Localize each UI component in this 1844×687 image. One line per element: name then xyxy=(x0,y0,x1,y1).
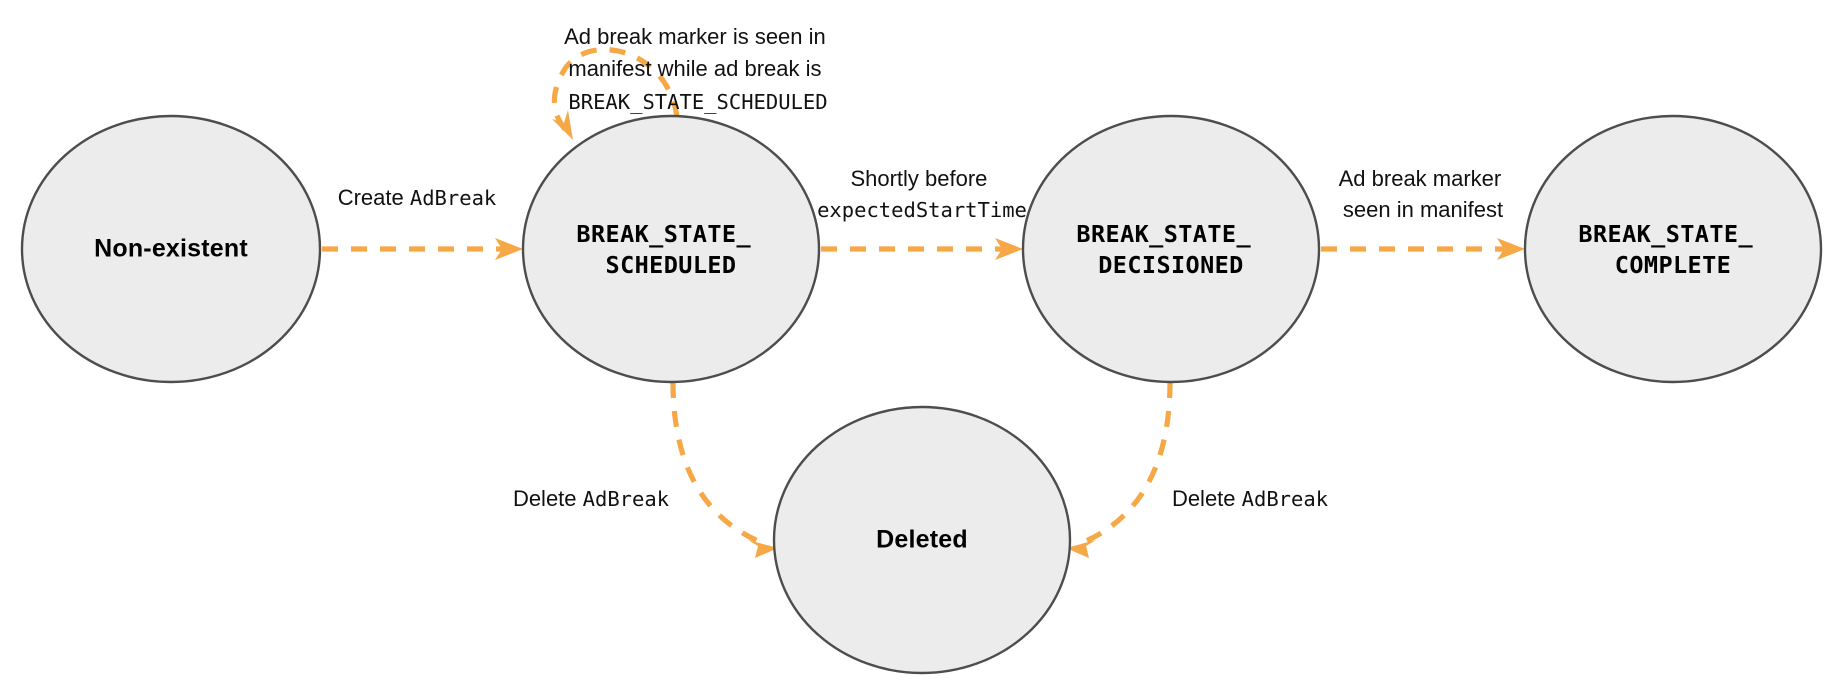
edge-scheduled-self-loop-label-code: BREAK_STATE_SCHEDULED xyxy=(568,90,827,114)
node-deleted-label: Deleted xyxy=(876,526,968,554)
node-break-state-decisioned-label-line1: BREAK_STATE_ xyxy=(1076,220,1251,248)
node-break-state-decisioned-label-line2: DECISIONED xyxy=(1098,251,1243,279)
node-deleted-shape xyxy=(772,405,1072,675)
edge-shortly-before-label-plain: Shortly before xyxy=(850,166,987,191)
node-break-state-scheduled[interactable]: BREAK_STATE_ SCHEDULED xyxy=(521,114,821,384)
node-break-state-scheduled-label: BREAK_STATE_ SCHEDULED xyxy=(576,220,765,279)
edge-marker-seen-arrowhead xyxy=(1497,238,1525,260)
edge-delete-from-decisioned-label-plain: Delete xyxy=(1172,486,1242,511)
edge-create-adbreak-label-code: AdBreak xyxy=(410,186,497,210)
node-break-state-decisioned-shape xyxy=(1021,114,1321,384)
edge-delete-from-scheduled-label-code: AdBreak xyxy=(583,487,670,511)
node-non-existent-label: Non-existent xyxy=(94,235,248,263)
edge-delete-from-decisioned-line xyxy=(1084,381,1173,544)
edge-shortly-before-label: Shortly before expectedStartTime xyxy=(817,166,1027,222)
edge-delete-from-decisioned-arrowhead xyxy=(1066,540,1096,558)
edge-create-adbreak-label: Create AdBreak xyxy=(338,185,497,210)
edge-create-adbreak[interactable]: Create AdBreak xyxy=(322,185,523,260)
node-non-existent-shape xyxy=(20,114,322,384)
edge-delete-from-decisioned-label-code: AdBreak xyxy=(1242,487,1329,511)
edge-scheduled-self-loop[interactable]: Ad break marker is seen in manifest whil… xyxy=(551,24,832,140)
node-break-state-complete-shape xyxy=(1523,114,1823,384)
node-break-state-complete-label: BREAK_STATE_ COMPLETE xyxy=(1578,220,1767,279)
edge-delete-adbreak-from-decisioned[interactable]: Delete AdBreak xyxy=(1066,381,1329,558)
edge-shortly-before-label-code: expectedStartTime xyxy=(817,198,1027,222)
node-break-state-scheduled-label-line2: SCHEDULED xyxy=(606,251,737,279)
edge-scheduled-self-loop-arrowhead xyxy=(552,110,573,140)
node-break-state-scheduled-shape xyxy=(521,114,821,384)
node-break-state-complete-label-line2: COMPLETE xyxy=(1615,251,1731,279)
edge-scheduled-self-loop-label-line2: manifest while ad break is xyxy=(568,56,821,81)
edge-delete-from-scheduled-label: Delete AdBreak xyxy=(513,486,670,511)
node-non-existent[interactable]: Non-existent xyxy=(20,114,322,384)
edge-delete-from-scheduled-arrowhead xyxy=(748,540,778,558)
edge-create-adbreak-arrowhead xyxy=(495,238,523,260)
edge-ad-break-marker-seen-in-manifest[interactable]: Ad break marker seen in manifest xyxy=(1321,166,1525,260)
node-deleted[interactable]: Deleted xyxy=(772,405,1072,675)
edge-delete-from-decisioned-label: Delete AdBreak xyxy=(1172,486,1329,511)
edge-delete-from-scheduled-line xyxy=(670,381,760,544)
node-break-state-scheduled-label-line1: BREAK_STATE_ xyxy=(576,220,751,248)
node-break-state-decisioned[interactable]: BREAK_STATE_ DECISIONED xyxy=(1021,114,1321,384)
edge-marker-seen-label-line1: Ad break marker xyxy=(1339,166,1502,191)
edge-shortly-before-expected-start-time[interactable]: Shortly before expectedStartTime xyxy=(817,166,1027,260)
node-break-state-decisioned-label: BREAK_STATE_ DECISIONED xyxy=(1076,220,1265,279)
edge-scheduled-self-loop-label-line1: Ad break marker is seen in xyxy=(564,24,826,49)
node-break-state-complete-label-line1: BREAK_STATE_ xyxy=(1578,220,1753,248)
edge-delete-adbreak-from-scheduled[interactable]: Delete AdBreak xyxy=(513,381,778,558)
edge-marker-seen-label: Ad break marker seen in manifest xyxy=(1339,166,1508,222)
edge-scheduled-self-loop-label: Ad break marker is seen in manifest whil… xyxy=(564,24,832,114)
edge-delete-from-scheduled-label-plain: Delete xyxy=(513,486,583,511)
edge-marker-seen-label-line2: seen in manifest xyxy=(1343,197,1503,222)
edge-shortly-before-arrowhead xyxy=(995,238,1023,260)
node-break-state-complete[interactable]: BREAK_STATE_ COMPLETE xyxy=(1523,114,1823,384)
edge-create-adbreak-label-plain: Create xyxy=(338,185,410,210)
